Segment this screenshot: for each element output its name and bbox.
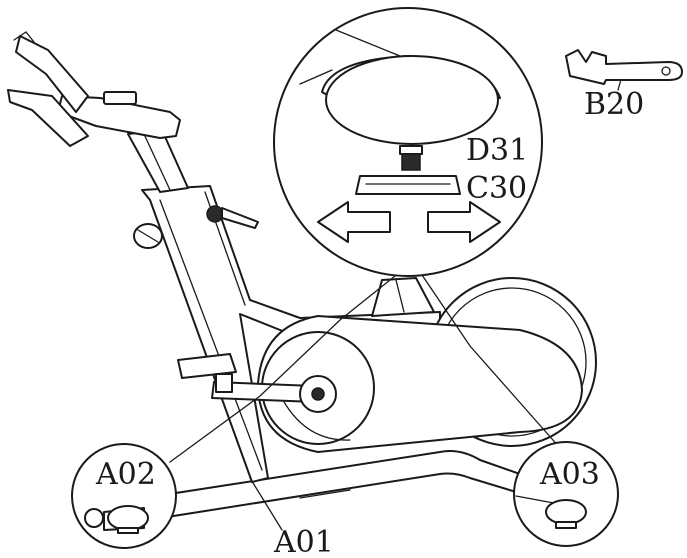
handlebar-post [127, 129, 189, 193]
height-adjust-knob [133, 223, 163, 249]
wrench-b20 [565, 49, 683, 85]
seat-support [371, 277, 435, 317]
label-a03: A03 [539, 457, 600, 492]
label-a02: A02 [95, 457, 156, 492]
label-d31: D31 [466, 133, 528, 168]
label-b20: B20 [584, 87, 644, 122]
foot-detail-a03 [513, 441, 619, 547]
handlebar [7, 31, 181, 147]
label-a01: A01 [273, 525, 334, 558]
seat-adjust-knob [206, 205, 259, 229]
seat-detail-callout [273, 7, 543, 277]
arrow-left-icon [317, 201, 391, 243]
arrow-right-icon [427, 201, 501, 243]
foot-detail-a02 [71, 443, 177, 549]
label-c30: C30 [466, 171, 527, 206]
